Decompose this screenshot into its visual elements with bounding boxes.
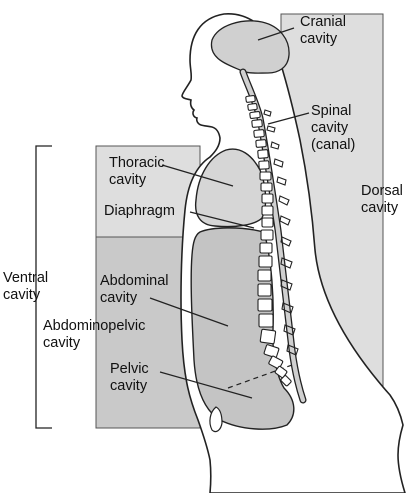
label-abdominal-cavity: Abdominal cavity	[100, 273, 169, 307]
vertebra	[252, 119, 263, 127]
label-abdominopelvic-cavity: Abdominopelvic cavity	[43, 318, 145, 352]
label-diaphragm: Diaphragm	[104, 203, 175, 220]
vertebra	[258, 150, 269, 159]
label-spinal-cavity: Spinal cavity (canal)	[311, 103, 355, 154]
vertebra	[258, 270, 271, 281]
label-thoracic-cavity: Thoracic cavity	[109, 155, 165, 189]
vertebra	[260, 172, 271, 180]
label-pelvic-cavity: Pelvic cavity	[110, 361, 149, 395]
vertebra	[261, 230, 273, 240]
vertebra	[250, 111, 261, 118]
vertebra	[248, 103, 258, 110]
vertebra	[262, 206, 273, 215]
vertebra	[262, 218, 273, 227]
label-cranial-cavity: Cranial cavity	[300, 14, 346, 48]
vertebra	[260, 243, 272, 253]
vertebra	[256, 140, 267, 148]
vertebra	[259, 256, 272, 267]
vertebra	[258, 299, 272, 311]
vertebra	[259, 314, 273, 327]
vertebra	[254, 129, 265, 137]
vertebra	[258, 284, 271, 296]
label-ventral-cavity: Ventral cavity	[3, 270, 48, 304]
vertebra	[259, 161, 270, 170]
label-dorsal-cavity: Dorsal cavity	[361, 183, 403, 217]
vertebra	[246, 95, 256, 102]
vertebra	[261, 183, 272, 191]
vertebra	[262, 194, 273, 203]
vertebra	[260, 329, 276, 344]
